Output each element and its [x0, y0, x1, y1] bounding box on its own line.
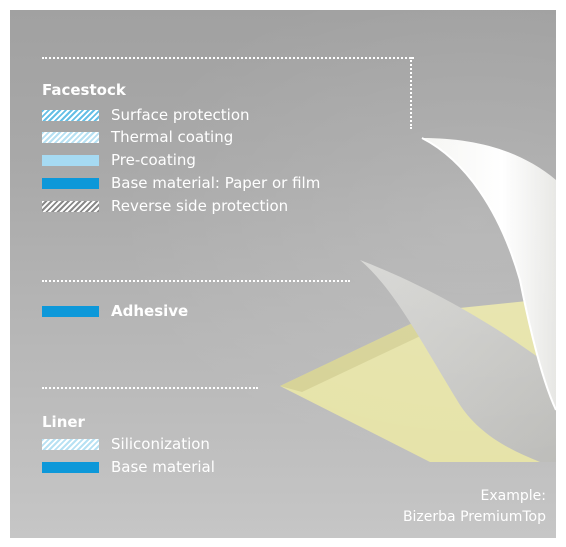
facestock-curl-front	[422, 138, 556, 410]
layer-reverse-side-protection: Reverse side protection	[42, 195, 288, 217]
layer-label: Pre-coating	[111, 151, 196, 169]
liner-title: Liner	[42, 413, 85, 431]
layer-thermal-coating: Thermal coating	[42, 126, 233, 148]
liner-shadow	[280, 310, 450, 392]
hatched-pale-blue-swatch-icon	[42, 131, 99, 143]
caption-line-1: Example:	[480, 488, 546, 504]
layer-label: Reverse side protection	[111, 197, 289, 215]
layer-surface-protection: Surface protection	[42, 104, 250, 126]
facestock-edge	[421, 137, 556, 411]
layer-siliconization: Siliconization	[42, 433, 210, 455]
layer-base-material-facestock: Base material: Paper or film	[42, 172, 320, 194]
layer-pre-coating: Pre-coating	[42, 149, 196, 171]
facestock-title: Facestock	[42, 81, 126, 99]
layer-base-material-liner: Base material	[42, 456, 215, 478]
solid-blue-swatch-icon	[42, 305, 99, 317]
solid-blue-swatch-icon	[42, 177, 99, 189]
layer-label: Base material	[111, 458, 215, 476]
layer-label: Base material: Paper or film	[111, 174, 321, 192]
hatched-light-blue-swatch-icon	[42, 109, 99, 121]
label-photo	[280, 137, 556, 462]
caption-line-2: Bizerba PremiumTop	[402, 509, 546, 525]
solid-blue-swatch-icon	[42, 461, 99, 473]
liner-connector-line	[42, 387, 258, 389]
hatched-pale-blue-swatch-icon	[42, 438, 99, 450]
adhesive-label: Adhesive	[111, 302, 189, 320]
facestock-curl-back	[360, 260, 556, 462]
solid-light-blue-swatch-icon	[42, 154, 99, 166]
hatched-white-swatch-icon	[42, 200, 99, 212]
adhesive-connector-line	[42, 280, 350, 282]
layer-label: Surface protection	[111, 106, 250, 124]
layer-label: Thermal coating	[111, 128, 234, 146]
layer-adhesive: Adhesive	[42, 300, 188, 322]
diagram-frame: Facestock Surface protection Thermal coa…	[10, 10, 556, 538]
facestock-connector-line	[42, 57, 414, 59]
example-caption: Example: Bizerba PremiumTop	[403, 486, 546, 528]
layer-label: Siliconization	[111, 435, 210, 453]
facestock-connector-vertical	[410, 57, 412, 129]
